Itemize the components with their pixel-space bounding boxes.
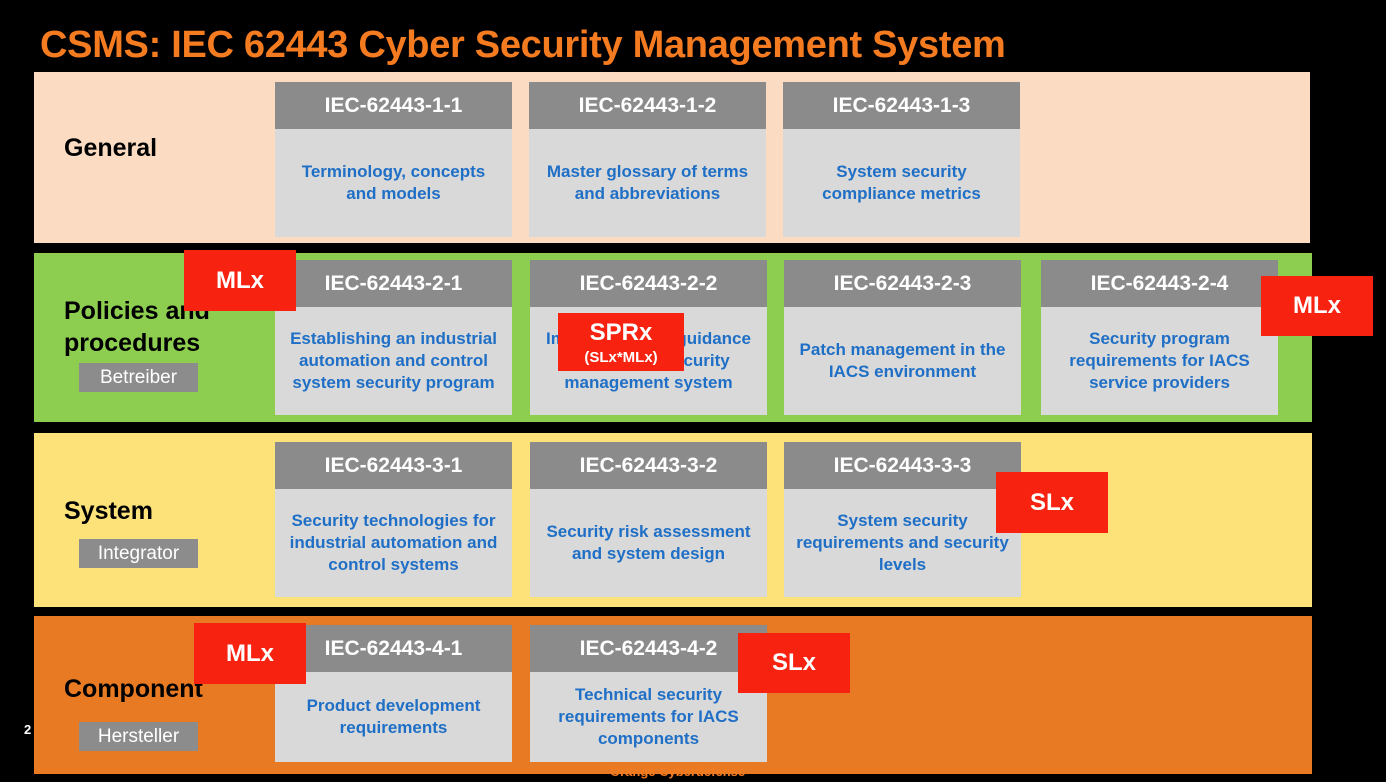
standard-description: Product development requirements [306,696,481,737]
standard-id: IEC-62443-1-1 [275,82,512,129]
standard-id: IEC-62443-1-3 [783,82,1020,129]
standard-description: Master glossary of terms and abbreviatio… [546,162,749,203]
standard-description: System security requirements and securit… [796,511,1009,574]
component-label: Component [64,675,203,703]
standard-card-1-2: IEC-62443-1-2 Master glossary of terms a… [529,82,766,237]
page-number: 2 [24,722,32,737]
standard-id: IEC-62443-1-2 [529,82,766,129]
standard-description: Technical security requirements for IACS… [558,685,739,748]
mlx-badge-right: MLx [1261,276,1373,336]
badge-label: MLx [216,266,264,294]
policies-label: Policies and procedures [64,297,210,357]
standard-description: Security technologies for industrial aut… [289,511,498,574]
standard-card-3-1: IEC-62443-3-1 Security technologies for … [275,442,512,597]
standard-card-2-3: IEC-62443-2-3 Patch management in the IA… [784,260,1021,415]
standard-card-2-1: IEC-62443-2-1 Establishing an industrial… [275,260,512,415]
integrator-role-badge: Integrator [79,539,198,568]
standard-description: Patch management in the IACS environment [799,340,1006,381]
standard-card-3-3: IEC-62443-3-3 System security requiremen… [784,442,1021,597]
mlx-badge-component: MLx [194,623,306,684]
standard-description: Security risk assessment and system desi… [546,522,751,563]
standard-card-1-3: IEC-62443-1-3 System security compliance… [783,82,1020,237]
slx-badge-system: SLx [996,472,1108,533]
standard-description: System security compliance metrics [822,162,981,203]
badge-label: MLx [1293,292,1341,319]
badge-label: SLx [771,649,816,676]
badge-label: SPRx [589,318,653,346]
standard-id: IEC-62443-3-3 [784,442,1021,489]
standard-description: Establishing an industrial automation an… [290,329,497,392]
standard-id: IEC-62443-2-4 [1041,260,1278,307]
standard-description: Terminology, concepts and models [301,162,486,203]
standard-id: IEC-62443-2-2 [530,260,767,307]
standard-id: IEC-62443-2-1 [275,260,512,307]
standard-id: IEC-62443-3-1 [275,442,512,489]
betreiber-role-badge: Betreiber [79,363,198,392]
standard-card-4-1: IEC-62443-4-1 Product development requir… [275,625,512,762]
mlx-badge-policies: MLx [184,250,296,311]
standard-id: IEC-62443-4-1 [275,625,512,672]
slx-badge-component: SLx [738,633,850,693]
standard-id: IEC-62443-2-3 [784,260,1021,307]
system-label: System [64,497,153,525]
standard-id: IEC-62443-4-2 [530,625,767,672]
standard-description: Security program requirements for IACS s… [1069,329,1250,392]
general-label: General [64,134,158,162]
standard-card-4-2: IEC-62443-4-2 Technical security require… [530,625,767,762]
badge-label: MLx [226,639,274,667]
footer-text: Orange Cyberdefense [610,764,746,779]
sprx-badge: SPRx (SLx*MLx) [558,313,684,371]
badge-label: SLx [1029,488,1074,516]
page-title: CSMS: IEC 62443 Cyber Security Managemen… [40,24,1006,66]
standard-card-3-2: IEC-62443-3-2 Security risk assessment a… [530,442,767,597]
badge-sublabel: (SLx*MLx) [584,348,658,366]
standard-card-2-4: IEC-62443-2-4 Security program requireme… [1041,260,1278,415]
standard-card-1-1: IEC-62443-1-1 Terminology, concepts and … [275,82,512,237]
hersteller-role-badge: Hersteller [79,722,198,751]
standard-id: IEC-62443-3-2 [530,442,767,489]
